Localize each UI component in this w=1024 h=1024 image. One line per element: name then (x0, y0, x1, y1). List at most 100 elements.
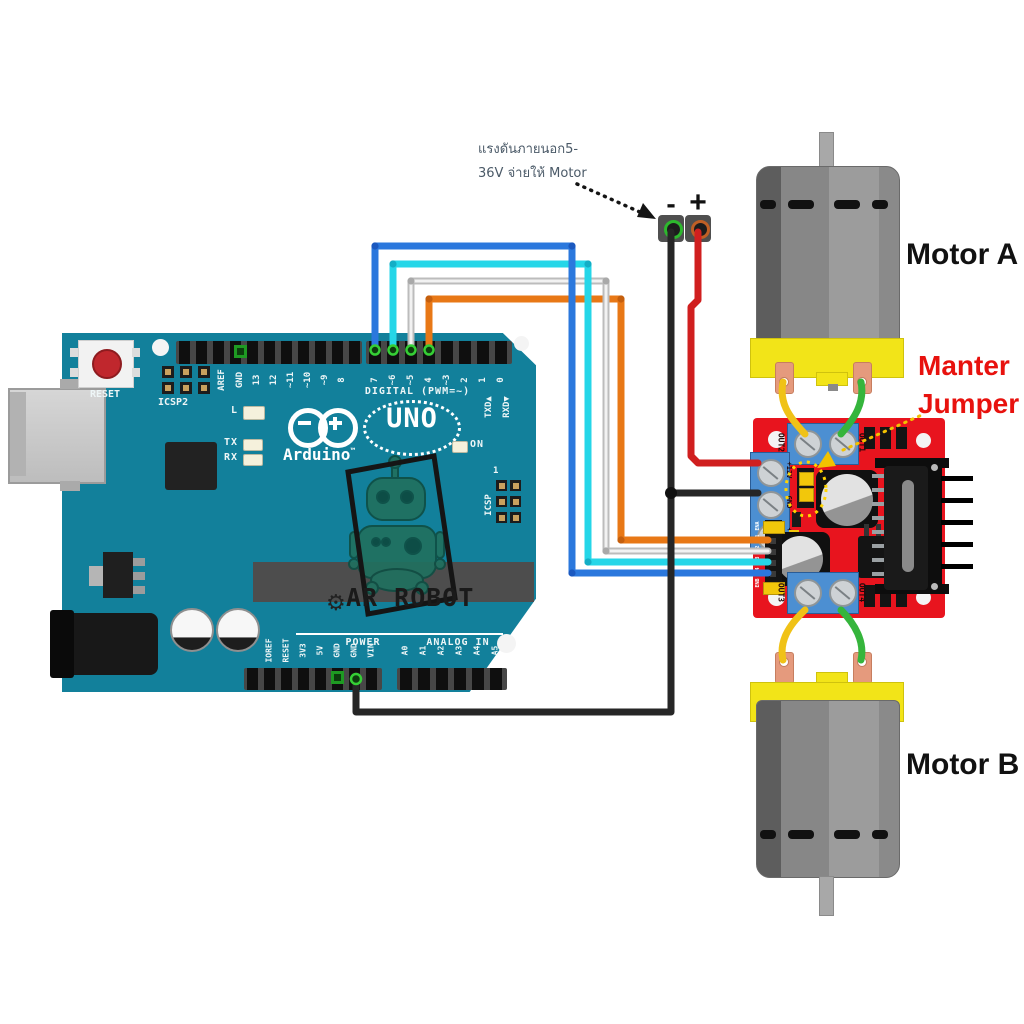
icsp-pin (496, 512, 507, 523)
screw-terminal (757, 491, 785, 519)
logo-plus (333, 417, 337, 430)
wire-black-vminus (352, 228, 675, 716)
driver-hole (768, 431, 785, 448)
gnd-junction (665, 487, 677, 499)
vent-slot (788, 830, 814, 839)
uno-badge: UNO (363, 400, 461, 456)
reset-button-cap (92, 349, 122, 379)
usb-tab-bottom (60, 481, 80, 491)
heatsink-screw (931, 583, 938, 590)
regulator-tab (133, 558, 145, 566)
arduino-name: Arduino (283, 445, 351, 464)
chip-legs-left (872, 474, 884, 586)
led-l (243, 406, 265, 420)
annotation-arrow-line (575, 182, 644, 215)
robot-eye (400, 490, 414, 504)
motor-b-wire-green (837, 606, 866, 664)
reset-button-tab (132, 368, 140, 377)
smd-chip (792, 512, 801, 527)
vent-slot (788, 200, 814, 209)
watermark-text: AR ROBOT (346, 583, 475, 612)
robot-head (366, 477, 426, 521)
plus-label: + (689, 186, 707, 219)
robot-button (371, 537, 381, 547)
screw-terminal (757, 459, 785, 487)
jumper-cap (799, 472, 814, 486)
usb-tab-top (60, 379, 80, 389)
screw-terminal (794, 579, 822, 607)
chip-tab (902, 480, 914, 572)
jumper-label: Jumper (918, 388, 1020, 419)
icsp2-pin (198, 366, 210, 378)
icsp2-label: ICSP2 (158, 397, 189, 408)
mounting-hole (514, 336, 529, 351)
arduino-tm: ™ (350, 446, 356, 456)
icsp-pin (496, 480, 507, 491)
header-pin (770, 571, 776, 577)
led-on (452, 441, 468, 453)
robot-watermark (345, 453, 458, 617)
jumper-callout-line (841, 412, 926, 452)
led-on-label: ON (470, 439, 485, 450)
power-divider (296, 633, 430, 635)
watermark-gear-icon: ⚙ (326, 590, 346, 615)
chip-small (165, 442, 217, 490)
mounting-hole (497, 634, 516, 653)
arduino-logo-icon (318, 408, 358, 448)
mounting-hole (152, 339, 169, 356)
led-rx (243, 454, 263, 466)
icsp2-pin (180, 382, 192, 394)
motor-b-wire-yellow (778, 606, 809, 664)
capacitor (170, 608, 214, 652)
reset-label: RESET (89, 389, 121, 400)
annotation-line2: 36V จ่ายให้ Motor (478, 166, 587, 181)
header-pin (770, 560, 776, 566)
power-jack-face (50, 610, 74, 678)
robot-hand (434, 558, 446, 570)
wire-orange-pin4-in1 (425, 295, 772, 544)
wire-cyan-pin6-in3 (389, 260, 772, 566)
power-jack (58, 613, 158, 675)
analog-divider (399, 633, 503, 635)
digital-header-right (366, 341, 512, 364)
gnd-pin-green (234, 345, 247, 358)
analog-header (397, 668, 507, 690)
manter-label: Manter (918, 350, 1010, 381)
arduino-wordmark: Arduino™ (283, 445, 355, 464)
reset-button-tab (132, 348, 140, 357)
voltage-regulator (103, 552, 133, 598)
usb-inner-shade (10, 392, 26, 476)
screw-terminal (829, 579, 857, 607)
icsp2-pin (198, 382, 210, 394)
wire-red-vplus (687, 228, 762, 467)
motor-a-wire-yellow (778, 378, 809, 438)
vent-slot (760, 200, 776, 209)
led-tx (243, 439, 263, 451)
logo-minus (298, 421, 311, 425)
icsp-pin1-label: 1 (493, 466, 499, 476)
vent-slot (834, 200, 860, 209)
pin-connection-rings (349, 344, 435, 686)
motor-b-label: Motor B (906, 748, 1020, 781)
header-pin (770, 538, 776, 544)
ena-jumper-cap (763, 521, 785, 534)
icsp2-pin (180, 366, 192, 378)
uno-text: UNO (386, 403, 438, 434)
icsp2-pin (162, 382, 174, 394)
robot-eye (376, 490, 390, 504)
heatsink-screw (931, 464, 938, 471)
electrolytic-cap (821, 474, 873, 526)
motor-a-body (756, 166, 900, 348)
led-tx-label: TX (224, 437, 239, 448)
icsp-pin (510, 480, 521, 491)
smd-row-top (848, 427, 912, 449)
motor-b-shaft (819, 876, 834, 916)
jumper-highlight-circle (784, 460, 828, 518)
robot-emblem (404, 537, 422, 555)
header-pin (770, 549, 776, 555)
watermark-frame (345, 453, 458, 617)
wire-joints (371, 242, 625, 577)
regulator-tab (133, 572, 145, 580)
wire-blue-pin7-in4 (371, 242, 772, 577)
